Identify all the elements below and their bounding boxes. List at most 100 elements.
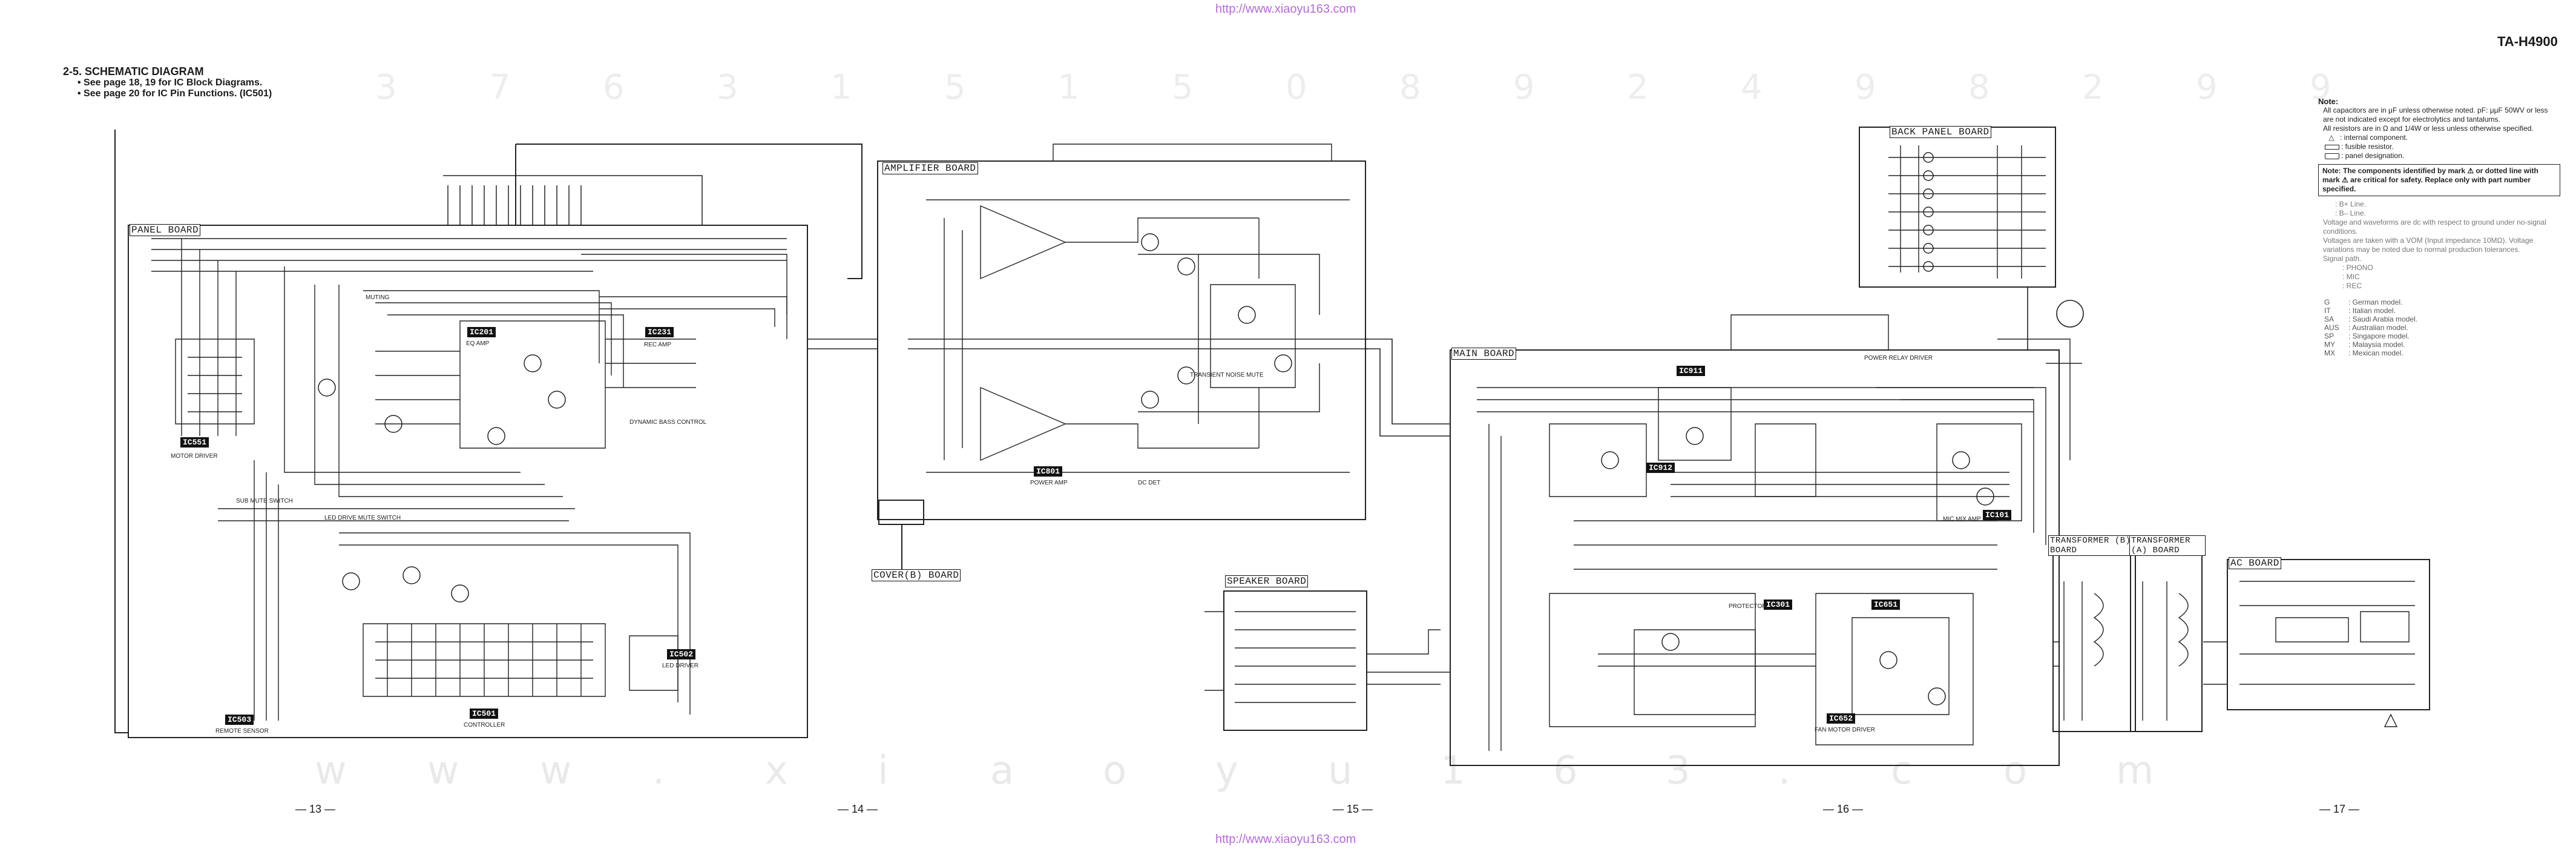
cover-b-board-label: COVER(B) BOARD (872, 569, 961, 581)
sub-mute-switch-label: SUB MUTE SWITCH (236, 498, 293, 504)
note-grey-7: : REC (2342, 282, 2362, 290)
main-board-label: MAIN BOARD (1451, 348, 1517, 360)
watermark-url-bottom[interactable]: http://www.xiaoyu163.com (1215, 833, 1356, 846)
background-letter: i (878, 748, 889, 793)
note-item-2: : internal component. (2340, 133, 2408, 142)
mic-mix-amp-label: MIC MIX AMP (1943, 516, 1981, 523)
notes-panel: Note: All capacitors are in μF unless ot… (2318, 97, 2560, 357)
ic101-tag: IC101 (1983, 510, 2012, 520)
note-item-3: : fusible resistor. (2341, 142, 2394, 151)
fan-motor-driver-label: FAN MOTOR DRIVER (1815, 727, 1875, 733)
model-name: : German model. (2348, 298, 2403, 306)
note-grey-5: : PHONO (2342, 263, 2373, 272)
model-name: : Saudi Arabia model. (2348, 315, 2418, 323)
background-letter: y (1215, 748, 1238, 793)
background-digit: 1 (830, 68, 852, 107)
background-letter: c (1891, 748, 1913, 793)
background-digit: 9 (2196, 68, 2218, 107)
page-number-16: — 16 — (1823, 803, 1864, 815)
model-code: SP (2324, 332, 2334, 340)
model-number: TA-H4900 (2497, 34, 2558, 49)
ic912-tag: IC912 (1646, 463, 1675, 473)
background-letter: u (1328, 748, 1353, 793)
power-relay-driver-label: POWER RELAY DRIVER (1864, 355, 1933, 362)
speaker-board-outline (1223, 590, 1367, 731)
ic801-tag: IC801 (1034, 466, 1063, 477)
note-grey-2: Voltage and waveforms are dc with respec… (2323, 218, 2546, 236)
background-letter: w (427, 748, 459, 793)
background-digit: 2 (1627, 68, 1649, 107)
motor-driver-label: MOTOR DRIVER (171, 453, 218, 460)
background-digit: 8 (1399, 68, 1421, 107)
panel-board-outline (128, 225, 808, 738)
background-letter: . (652, 748, 665, 793)
ic201-tag: IC201 (467, 327, 496, 337)
page-number-17: — 17 — (2319, 803, 2360, 815)
transformer-a-board-outline (2130, 552, 2203, 732)
model-name: : Malaysia model. (2348, 340, 2405, 349)
background-digit: 6 (603, 68, 625, 107)
muting-label: MUTING (366, 294, 390, 301)
note-item-3-row: : fusible resistor. (2318, 142, 2560, 151)
page-number-14: — 14 — (838, 803, 878, 815)
led-drive-mute-switch-label: LED DRIVE MUTE SWITCH (324, 515, 401, 521)
background-digit: 4 (1741, 68, 1763, 107)
led-driver-label: LED DRIVER (662, 662, 699, 669)
background-digit: 8 (1968, 68, 1990, 107)
model-name: : Singapore model. (2348, 332, 2410, 340)
model-code-row: SA: Saudi Arabia model. (2318, 315, 2560, 323)
ic652-tag: IC652 (1827, 713, 1856, 724)
back-panel-board-label: BACK PANEL BOARD (1890, 126, 1991, 138)
model-code: IT (2324, 306, 2331, 315)
section-note-2: • See page 20 for IC Pin Functions. (IC5… (77, 88, 272, 99)
background-digit: 5 (1172, 68, 1194, 107)
safety-note-box: Note: The components identified by mark … (2318, 164, 2560, 196)
note-item-4-row: : panel designation. (2318, 151, 2560, 160)
page-number-13: — 13 — (295, 803, 336, 815)
controller-label: CONTROLLER (464, 722, 505, 728)
ic651-tag: IC651 (1871, 600, 1901, 610)
note-grey-6: : MIC (2342, 273, 2360, 281)
speaker-board-label: SPEAKER BOARD (1225, 575, 1309, 587)
triangle-icon: △ (2328, 133, 2334, 142)
transformer-b-board-label: TRANSFORMER (B) BOARD (2048, 535, 2134, 556)
background-digit: 3 (375, 68, 397, 107)
background-letter: o (2003, 748, 2028, 793)
background-digit: 7 (489, 68, 511, 107)
model-name: : Australian model. (2348, 323, 2408, 332)
background-digit: 3 (717, 68, 738, 107)
power-amp-label: POWER AMP (1030, 480, 1068, 486)
note-grey-3: Voltages are taken with a VOM (Input imp… (2323, 236, 2534, 254)
ac-board-label: AC BOARD (2229, 557, 2281, 569)
panel-board-label: PANEL BOARD (130, 224, 201, 236)
amplifier-board-outline (877, 160, 1366, 520)
watermark-url-top[interactable]: http://www.xiaoyu163.com (1215, 2, 1356, 16)
note-grey-1: : B– Line. (2335, 209, 2366, 217)
notes-title: Note: (2318, 97, 2339, 106)
model-code-row: IT: Italian model. (2318, 306, 2560, 315)
transformer-a-board-label: TRANSFORMER (A) BOARD (2129, 535, 2206, 556)
dynamic-bass-control-label: DYNAMIC BASS CONTROL (629, 419, 707, 426)
background-letter: . (1778, 748, 1791, 793)
background-letter: 3 (1666, 748, 1690, 793)
ic911-tag: IC911 (1677, 366, 1706, 376)
transient-noise-mute-label: TRANSIENT NOISE MUTE (1190, 372, 1264, 378)
background-digit: 9 (1513, 68, 1535, 107)
ic551-tag: IC551 (180, 437, 209, 448)
background-digit: 1 (1058, 68, 1080, 107)
background-letter: o (1103, 748, 1127, 793)
section-note-1: • See page 18, 19 for IC Block Diagrams. (77, 78, 263, 88)
rec-amp-label: REC AMP (644, 342, 672, 348)
background-digit: 9 (2310, 68, 2331, 107)
note-grey-4: Signal path. (2323, 254, 2362, 263)
model-code-row: AUS: Australian model. (2318, 323, 2560, 332)
dc-det-label: DC DET (1138, 480, 1161, 486)
background-letter: m (2116, 748, 2154, 793)
background-letter: w (315, 748, 347, 793)
ic501-tag: IC501 (470, 709, 499, 719)
background-digit: 5 (944, 68, 966, 107)
